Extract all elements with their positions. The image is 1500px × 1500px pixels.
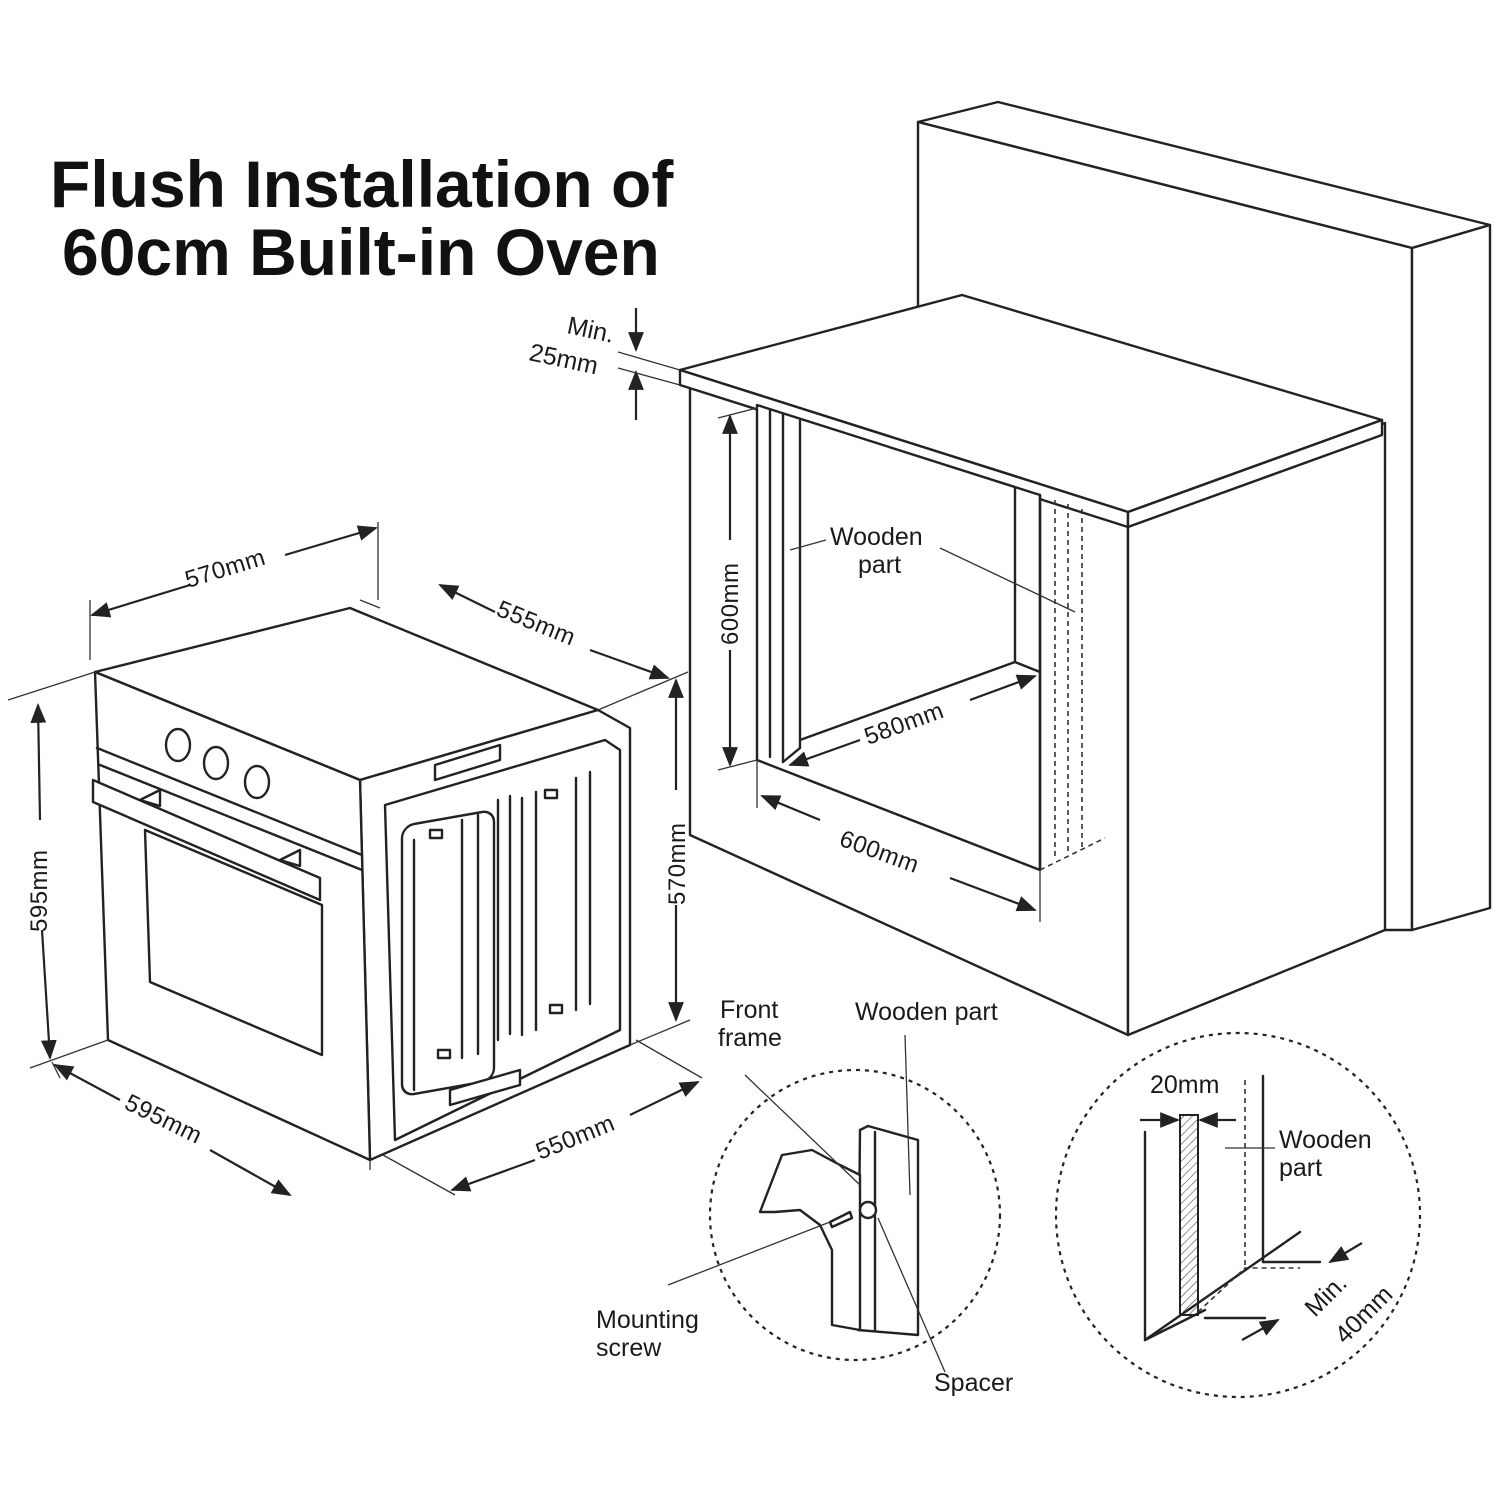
oven-height-front-label: 595mm	[26, 849, 53, 932]
cabinet-wooden-part-label-1: Wooden	[830, 523, 923, 551]
oven-depth-top-label: 555mm	[493, 596, 580, 652]
detail-spacer-label: Spacer	[934, 1369, 1013, 1397]
title-line-1: Flush Installation of	[50, 147, 674, 221]
detail-thickness-label: 20mm	[1150, 1071, 1219, 1099]
cabinet-height-label: 600mm	[717, 562, 744, 645]
detail-clearance-circle	[1054, 1031, 1422, 1399]
detail-mounting-screw-label-2: screw	[596, 1334, 662, 1362]
detail-wooden-part-label: Wooden part	[855, 998, 998, 1026]
detail-mounting-circle	[667, 1034, 1002, 1373]
detail-front-frame-label-1: Front	[720, 996, 778, 1024]
oven-dimension-lines	[7, 522, 703, 1196]
cabinet-min-gap-label-2: 25mm	[527, 338, 601, 380]
detail-right-wooden-part-label-2: part	[1279, 1154, 1322, 1182]
detail-front-frame-label-2: frame	[718, 1024, 782, 1052]
oven-width-bottom-label: 595mm	[120, 1089, 206, 1149]
oven-width-top-label: 570mm	[182, 544, 269, 594]
title-line-2: 60cm Built-in Oven	[62, 215, 660, 289]
cabinet-drawing	[617, 100, 1492, 1037]
cabinet-min-gap-label-1: Min.	[565, 311, 617, 348]
cabinet-wooden-part-label-2: part	[858, 551, 901, 579]
oven-depth-bottom-label: 550mm	[532, 1110, 619, 1166]
detail-mounting-screw-label-1: Mounting	[596, 1306, 699, 1334]
oven-height-side-label: 570mm	[664, 822, 691, 905]
oven-drawing	[91, 606, 632, 1162]
detail-right-wooden-part-label-1: Wooden	[1279, 1126, 1372, 1154]
